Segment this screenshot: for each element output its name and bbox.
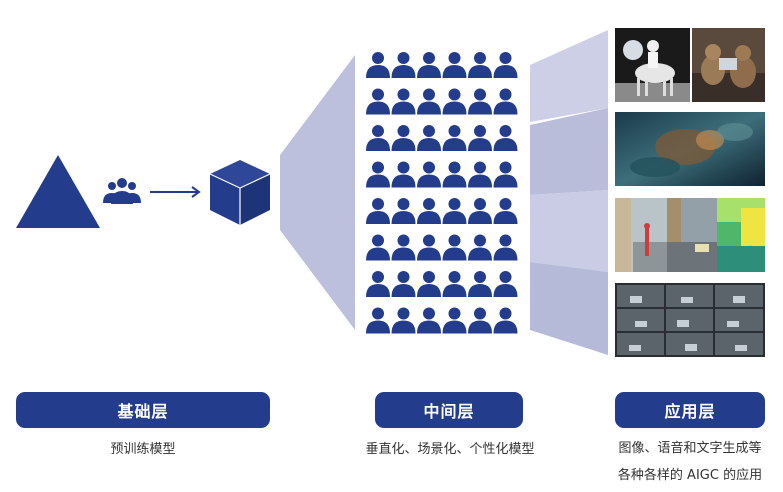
- person-icon: [442, 88, 467, 115]
- person-icon: [417, 52, 441, 78]
- person-icon: [366, 234, 390, 261]
- middle-layer-label: 中间层: [375, 392, 523, 428]
- fan-out: [530, 30, 608, 355]
- person-icon: [391, 161, 416, 188]
- person-icon: [442, 52, 467, 78]
- person-icon: [442, 161, 467, 188]
- person-icon: [442, 198, 467, 224]
- base-layer-label: 基础层: [16, 392, 270, 428]
- fan-band-4: [530, 262, 608, 355]
- person-icon: [391, 234, 416, 261]
- person-icon: [493, 52, 518, 78]
- person-icon: [391, 88, 416, 115]
- person-icon: [468, 234, 492, 261]
- person-icon: [493, 88, 518, 115]
- base-layer-caption: 预训练模型: [110, 442, 176, 457]
- person-icon: [417, 125, 441, 151]
- person-icon: [442, 271, 467, 297]
- person-icon: [391, 198, 416, 224]
- funnel-left: [280, 55, 355, 330]
- person-icon: [468, 307, 492, 334]
- person-icon: [442, 125, 467, 151]
- application-layer-caption-line1: 图像、语音和文字生成等: [618, 441, 762, 456]
- person-icon: [493, 198, 518, 224]
- application-layer-caption-line2: 各种各样的 AIGC 的应用: [617, 468, 763, 483]
- person-icon: [442, 307, 467, 334]
- person-icon: [468, 161, 492, 188]
- person-icon: [366, 125, 390, 151]
- person-icon: [417, 271, 441, 297]
- cube-icon: [209, 160, 271, 225]
- person-icon: [391, 52, 416, 78]
- person-icon: [417, 198, 441, 224]
- fantasy-art-image: [615, 112, 765, 186]
- person-icon: [493, 234, 518, 261]
- person-icon: [417, 88, 441, 115]
- base-layer-label-text: 基础层: [117, 402, 169, 421]
- triangle-icon: [16, 155, 100, 228]
- fan-band-2: [530, 108, 608, 195]
- application-layer-label: 应用层: [615, 392, 765, 428]
- street-scene-segmentation-image: [615, 198, 765, 272]
- person-icon: [468, 271, 492, 297]
- person-icon: [493, 125, 518, 151]
- fan-band-1: [530, 30, 608, 122]
- person-icon: [366, 307, 390, 334]
- application-layer-label-text: 应用层: [664, 402, 716, 421]
- person-icon: [493, 161, 518, 188]
- person-icon: [366, 271, 390, 297]
- person-icon: [366, 88, 390, 115]
- fan-band-3: [530, 190, 608, 272]
- person-icon: [468, 125, 492, 151]
- person-icon: [468, 198, 492, 224]
- person-icon: [417, 161, 441, 188]
- person-icon: [366, 198, 390, 224]
- middle-layer-caption: 垂直化、场景化、个性化模型: [365, 442, 535, 457]
- person-icon: [468, 88, 492, 115]
- right-arrow-icon: [150, 186, 201, 198]
- person-icon: [366, 161, 390, 188]
- autonomous-driving-grid-image: [615, 283, 765, 357]
- person-icon: [493, 307, 518, 334]
- middle-layer-label-text: 中间层: [423, 402, 475, 421]
- person-icon: [442, 234, 467, 261]
- person-icon: [493, 271, 518, 297]
- person-icon: [391, 271, 416, 297]
- person-icon: [468, 52, 492, 78]
- person-icon: [417, 234, 441, 261]
- person-icon: [391, 307, 416, 334]
- person-icon: [391, 125, 416, 151]
- person-icon: [366, 52, 390, 78]
- person-icon: [417, 307, 441, 334]
- astronaut-on-horse-and-bears-image: [615, 28, 765, 102]
- people-group-icon: [103, 178, 141, 204]
- people-grid: [366, 52, 518, 334]
